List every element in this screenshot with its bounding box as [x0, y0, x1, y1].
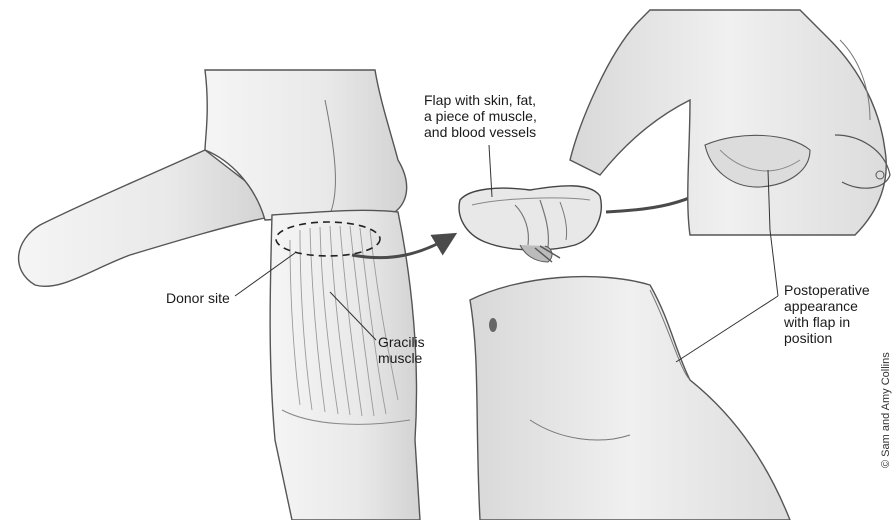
- bent-leg: [19, 150, 270, 286]
- postoperative-label: Postoperative appearance with flap in po…: [784, 282, 894, 346]
- right-lower-figure: [470, 277, 790, 520]
- flap-label: Flap with skin, fat, a piece of muscle, …: [424, 92, 594, 140]
- tissue-flap: [459, 186, 601, 262]
- right-upper-figure: [570, 10, 890, 235]
- chest: [570, 10, 886, 235]
- lower-torso: [470, 277, 790, 520]
- gracilis-muscle-label: Gracilis muscle: [378, 334, 425, 366]
- navel: [489, 318, 497, 332]
- copyright-credit: © Sam and Amy Collins: [880, 352, 892, 468]
- donor-site-label: Donor site: [166, 290, 230, 306]
